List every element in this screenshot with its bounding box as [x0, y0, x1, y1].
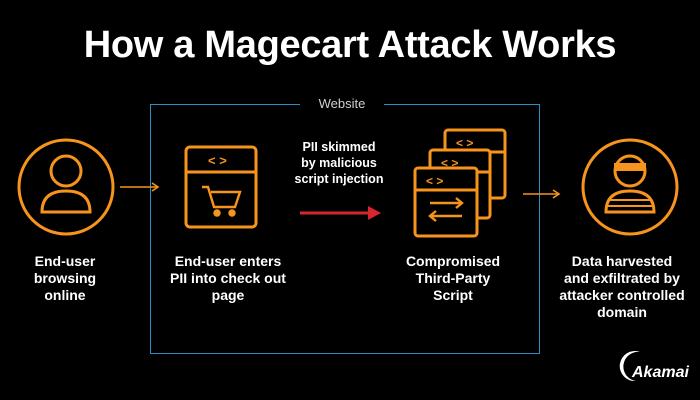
arrow-label: PII skimmed by malicious script injectio…: [294, 140, 384, 186]
code-glyph: < >: [208, 153, 227, 168]
flow-arrow-2: [523, 189, 561, 199]
akamai-logo-text: Akamai: [632, 364, 689, 381]
code-glyph-front: < >: [426, 174, 443, 188]
step-2-label: End-user enters PII into check out page: [170, 253, 286, 303]
swap-arrows-icon: [428, 197, 464, 222]
user-icon: [17, 138, 115, 236]
attacker-icon: [581, 138, 679, 236]
step-1-label: End-user browsing online: [33, 253, 97, 303]
code-glyph-back: < >: [456, 136, 473, 150]
attack-arrow: [300, 206, 381, 220]
cart-icon: [202, 185, 242, 217]
flow-arrow-1: [120, 182, 160, 192]
browser-cart-icon: < >: [184, 145, 258, 229]
step-3-label: Compromised Third-Party Script: [405, 253, 501, 303]
page-title: How a Magecart Attack Works: [83, 24, 617, 66]
step-4-label: Data harvested and exfiltrated by attack…: [559, 253, 685, 320]
website-label: Website: [300, 95, 384, 113]
third-party-script-icon: < > < > < >: [413, 128, 507, 238]
akamai-logo: [619, 351, 640, 382]
